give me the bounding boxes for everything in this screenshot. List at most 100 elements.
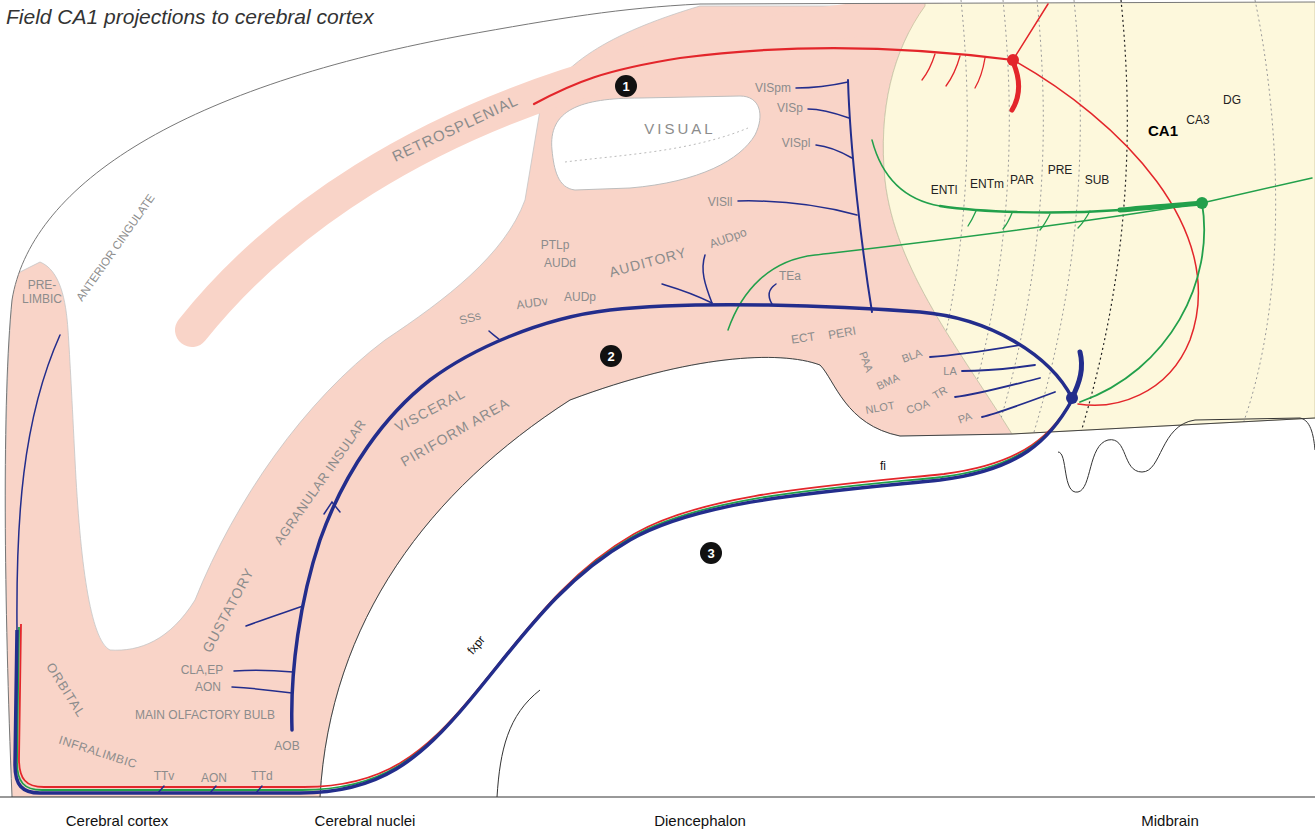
- terminal-branch: [816, 145, 852, 158]
- region-label: BMA: [875, 372, 901, 392]
- hippocampal-field-label: ENTm: [970, 178, 1004, 190]
- hippocampal-field-label: SUB: [1085, 174, 1110, 186]
- visual-area-outline: [552, 96, 760, 190]
- terminal-branch: [1078, 211, 1090, 228]
- origin-dot: [1066, 392, 1078, 404]
- region-label: SSs: [458, 309, 482, 326]
- region-label: LA: [943, 366, 956, 377]
- terminal-branch: [968, 211, 976, 226]
- region-label: ECT: [790, 330, 815, 345]
- terminal-branch: [930, 345, 1020, 357]
- projection-line: [872, 140, 940, 206]
- green-projection: [728, 140, 1312, 402]
- division-label: Diencephalon: [654, 813, 746, 828]
- terminal-branch: [1040, 214, 1050, 230]
- region-label: ANTERIOR CINGULATE: [75, 192, 158, 303]
- terminal-branch: [662, 284, 712, 303]
- region-label: AUDpo: [708, 226, 748, 251]
- region-label: VISp: [777, 102, 803, 114]
- field-boundary: [1240, 0, 1276, 432]
- region-label: PA: [957, 410, 974, 425]
- region-label: VISUAL: [644, 121, 715, 136]
- region-label: TTv: [154, 770, 175, 782]
- terminal-branch: [922, 54, 935, 80]
- blue-projection: [17, 80, 1082, 793]
- terminal-branch: [975, 58, 985, 88]
- division-label: Cerebral cortex: [66, 813, 169, 828]
- region-label: AGRANULAR INSULAR: [272, 417, 368, 547]
- division-label: Cerebral nuclei: [315, 813, 416, 828]
- hippocampal-field-label: PAR: [1010, 174, 1034, 186]
- hippocampal-formation: [883, 0, 1315, 434]
- region-label: AUDITORY: [608, 245, 689, 279]
- region-label: GUSTATORY: [200, 565, 256, 654]
- region-label: TTd: [251, 770, 272, 782]
- hippocampal-field-label: PRE: [1048, 164, 1073, 176]
- fornix-red: [19, 394, 1076, 787]
- origin-dot: [1196, 197, 1208, 209]
- tract-label: fi: [880, 460, 886, 472]
- projection-line: [1202, 178, 1312, 203]
- region-label: AUDd: [544, 257, 576, 269]
- fornix-blue: [15, 400, 1072, 793]
- region-label: AOB: [274, 740, 299, 752]
- region-label: NLOT: [865, 400, 896, 416]
- terminal-branch: [256, 786, 262, 793]
- inner-border: [320, 357, 1315, 797]
- division-border: [497, 690, 540, 797]
- terminal-branch: [246, 606, 303, 626]
- region-label: ORBITAL: [44, 660, 88, 719]
- red-projection: [534, 4, 1198, 405]
- projection-trunk: [292, 305, 1072, 730]
- region-label: AON: [201, 772, 227, 784]
- terminal-branch: [738, 201, 857, 215]
- outer-border: [5, 2, 1315, 797]
- fornix-green: [17, 397, 1074, 790]
- projection-line: [1013, 60, 1198, 405]
- field-boundary: [1034, 0, 1080, 432]
- region-label: PIRIFORM AREA: [398, 395, 511, 468]
- region-label: VISll: [708, 196, 733, 208]
- terminal-branch: [232, 687, 292, 693]
- region-label: INFRALIMBIC: [57, 734, 138, 771]
- region-label: TR: [931, 385, 949, 402]
- projection-line: [848, 80, 872, 312]
- field-boundary: [921, 0, 967, 432]
- terminal-branch: [1003, 213, 1012, 229]
- field-boundary: [963, 0, 1009, 432]
- hippocampal-field-label: ENTl: [931, 184, 958, 196]
- terminal-branch: [703, 255, 712, 303]
- hippocampal-field-label: DG: [1223, 94, 1241, 106]
- terminal-field: [1012, 62, 1019, 110]
- region-label: VISpm: [755, 82, 791, 94]
- terminal-branch: [489, 331, 500, 340]
- region-label: PERI: [827, 325, 857, 342]
- callout-number: 1: [615, 75, 637, 97]
- projection-line: [940, 206, 1120, 213]
- callout-number: 3: [700, 542, 722, 564]
- region-label: PAA: [857, 350, 875, 374]
- projection-line: [1013, 4, 1048, 60]
- cortical-fields: [6, 0, 1315, 797]
- projection-line: [728, 203, 1202, 330]
- projection-field: [6, 6, 1013, 797]
- terminal-branch: [324, 502, 340, 514]
- region-label: TEa: [779, 270, 801, 282]
- region-label: VISpl: [782, 137, 811, 149]
- terminal-branch: [962, 365, 1035, 371]
- terminal-branch: [769, 284, 776, 304]
- region-label: PTLp: [541, 239, 570, 251]
- baseline: [0, 797, 1315, 798]
- region-label: BLA: [900, 347, 923, 364]
- region-label: AON: [195, 681, 221, 693]
- hippocampal-field-label: CA1: [1148, 123, 1178, 138]
- region-label: RETROSPLENIAL: [390, 92, 521, 164]
- tract-label: fxpr: [465, 633, 487, 656]
- callout-number: 2: [600, 345, 622, 367]
- terminal-branch: [796, 82, 848, 88]
- terminal-branch: [808, 109, 849, 118]
- midbrain-outline: [1058, 418, 1315, 492]
- terminal-branch: [158, 786, 164, 793]
- terminal-branch: [946, 56, 960, 86]
